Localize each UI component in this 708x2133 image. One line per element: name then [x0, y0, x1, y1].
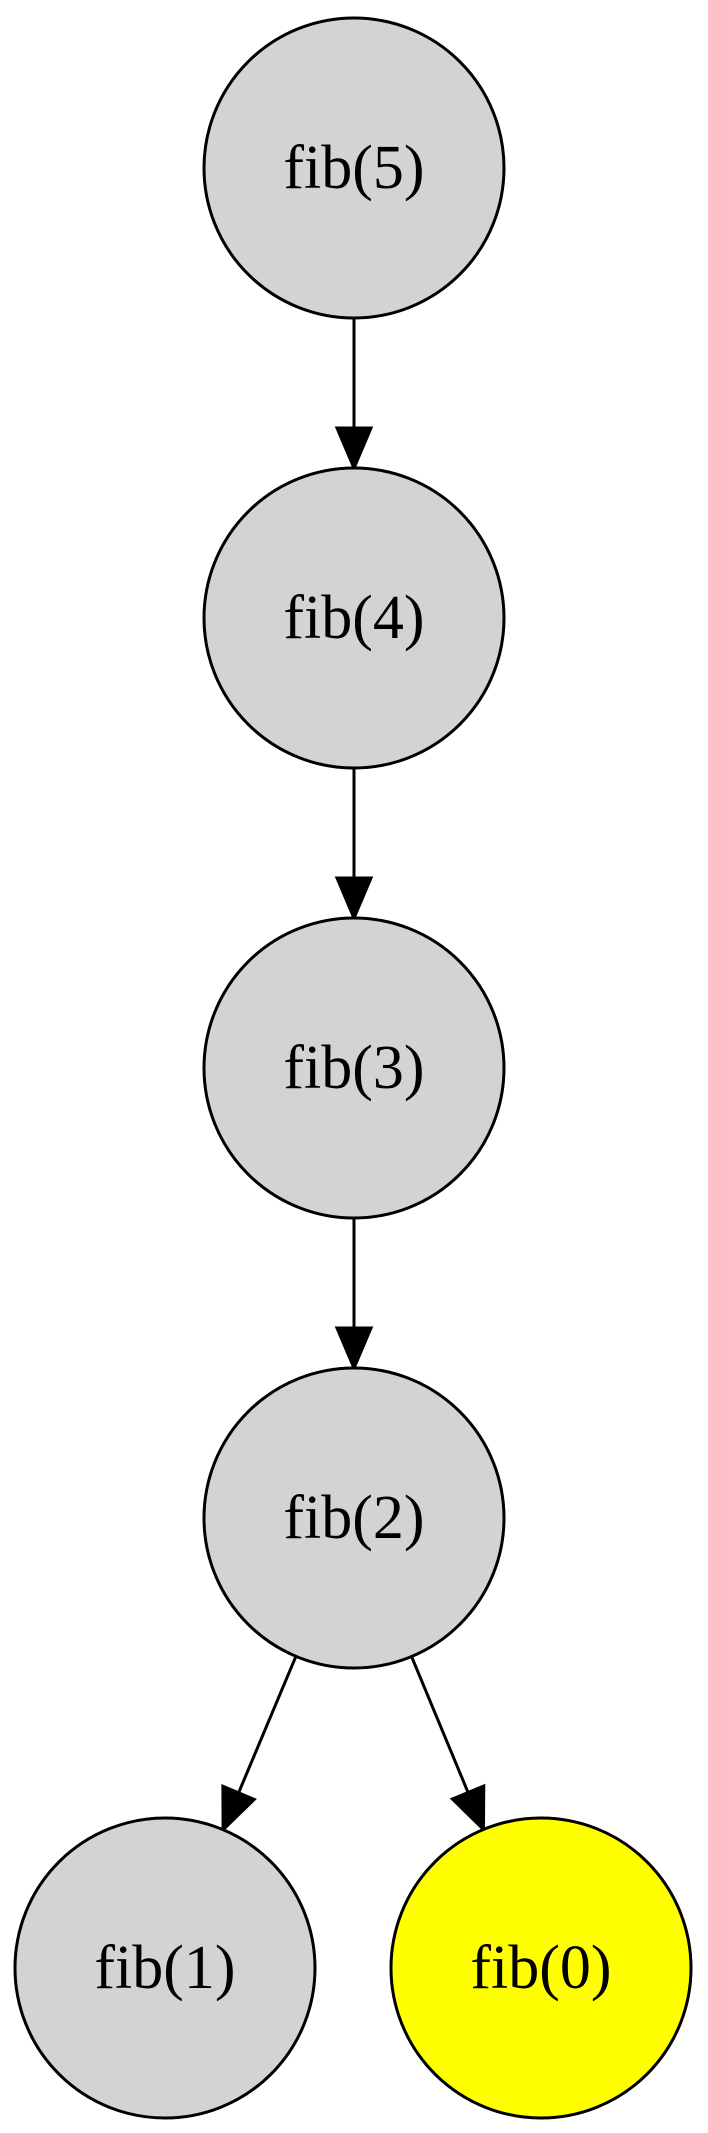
- edge-line: [410, 1655, 470, 1794]
- arrowhead-icon: [334, 876, 374, 922]
- arrowhead-icon: [334, 1326, 374, 1372]
- node-circle: [202, 466, 506, 770]
- edge-fib3-to-fib2: [334, 1218, 374, 1372]
- node-circle: [13, 1816, 317, 2120]
- node-fib1: fib(1): [13, 1816, 317, 2120]
- node-circle: [202, 1366, 506, 1670]
- edge-fib5-to-fib4: [334, 318, 374, 472]
- edges-layer: [221, 318, 486, 1834]
- node-circle: [202, 16, 506, 320]
- node-fib3: fib(3): [202, 916, 506, 1220]
- nodes-layer: fib(5) fib(4) fib(3) fib(2) fib(1) fib(0): [13, 16, 693, 2120]
- arrowhead-icon: [449, 1783, 486, 1834]
- node-label: fib(5): [283, 134, 424, 202]
- edge-fib4-to-fib3: [334, 768, 374, 922]
- node-fib2: fib(2): [202, 1366, 506, 1670]
- node-label: fib(4): [283, 584, 424, 652]
- node-fib0: fib(0): [389, 1816, 693, 2120]
- node-label: fib(0): [470, 1934, 611, 2002]
- node-fib4: fib(4): [202, 466, 506, 770]
- node-label: fib(3): [283, 1034, 424, 1102]
- edge-fib2-to-fib1: [221, 1655, 298, 1834]
- arrowhead-icon: [221, 1783, 257, 1834]
- arrowhead-icon: [334, 426, 374, 472]
- node-label: fib(2): [283, 1484, 424, 1552]
- edge-fib2-to-fib0: [410, 1655, 486, 1834]
- node-label: fib(1): [94, 1934, 235, 2002]
- edge-line: [237, 1655, 298, 1794]
- node-circle: [202, 916, 506, 1220]
- node-circle: [389, 1816, 693, 2120]
- node-fib5: fib(5): [202, 16, 506, 320]
